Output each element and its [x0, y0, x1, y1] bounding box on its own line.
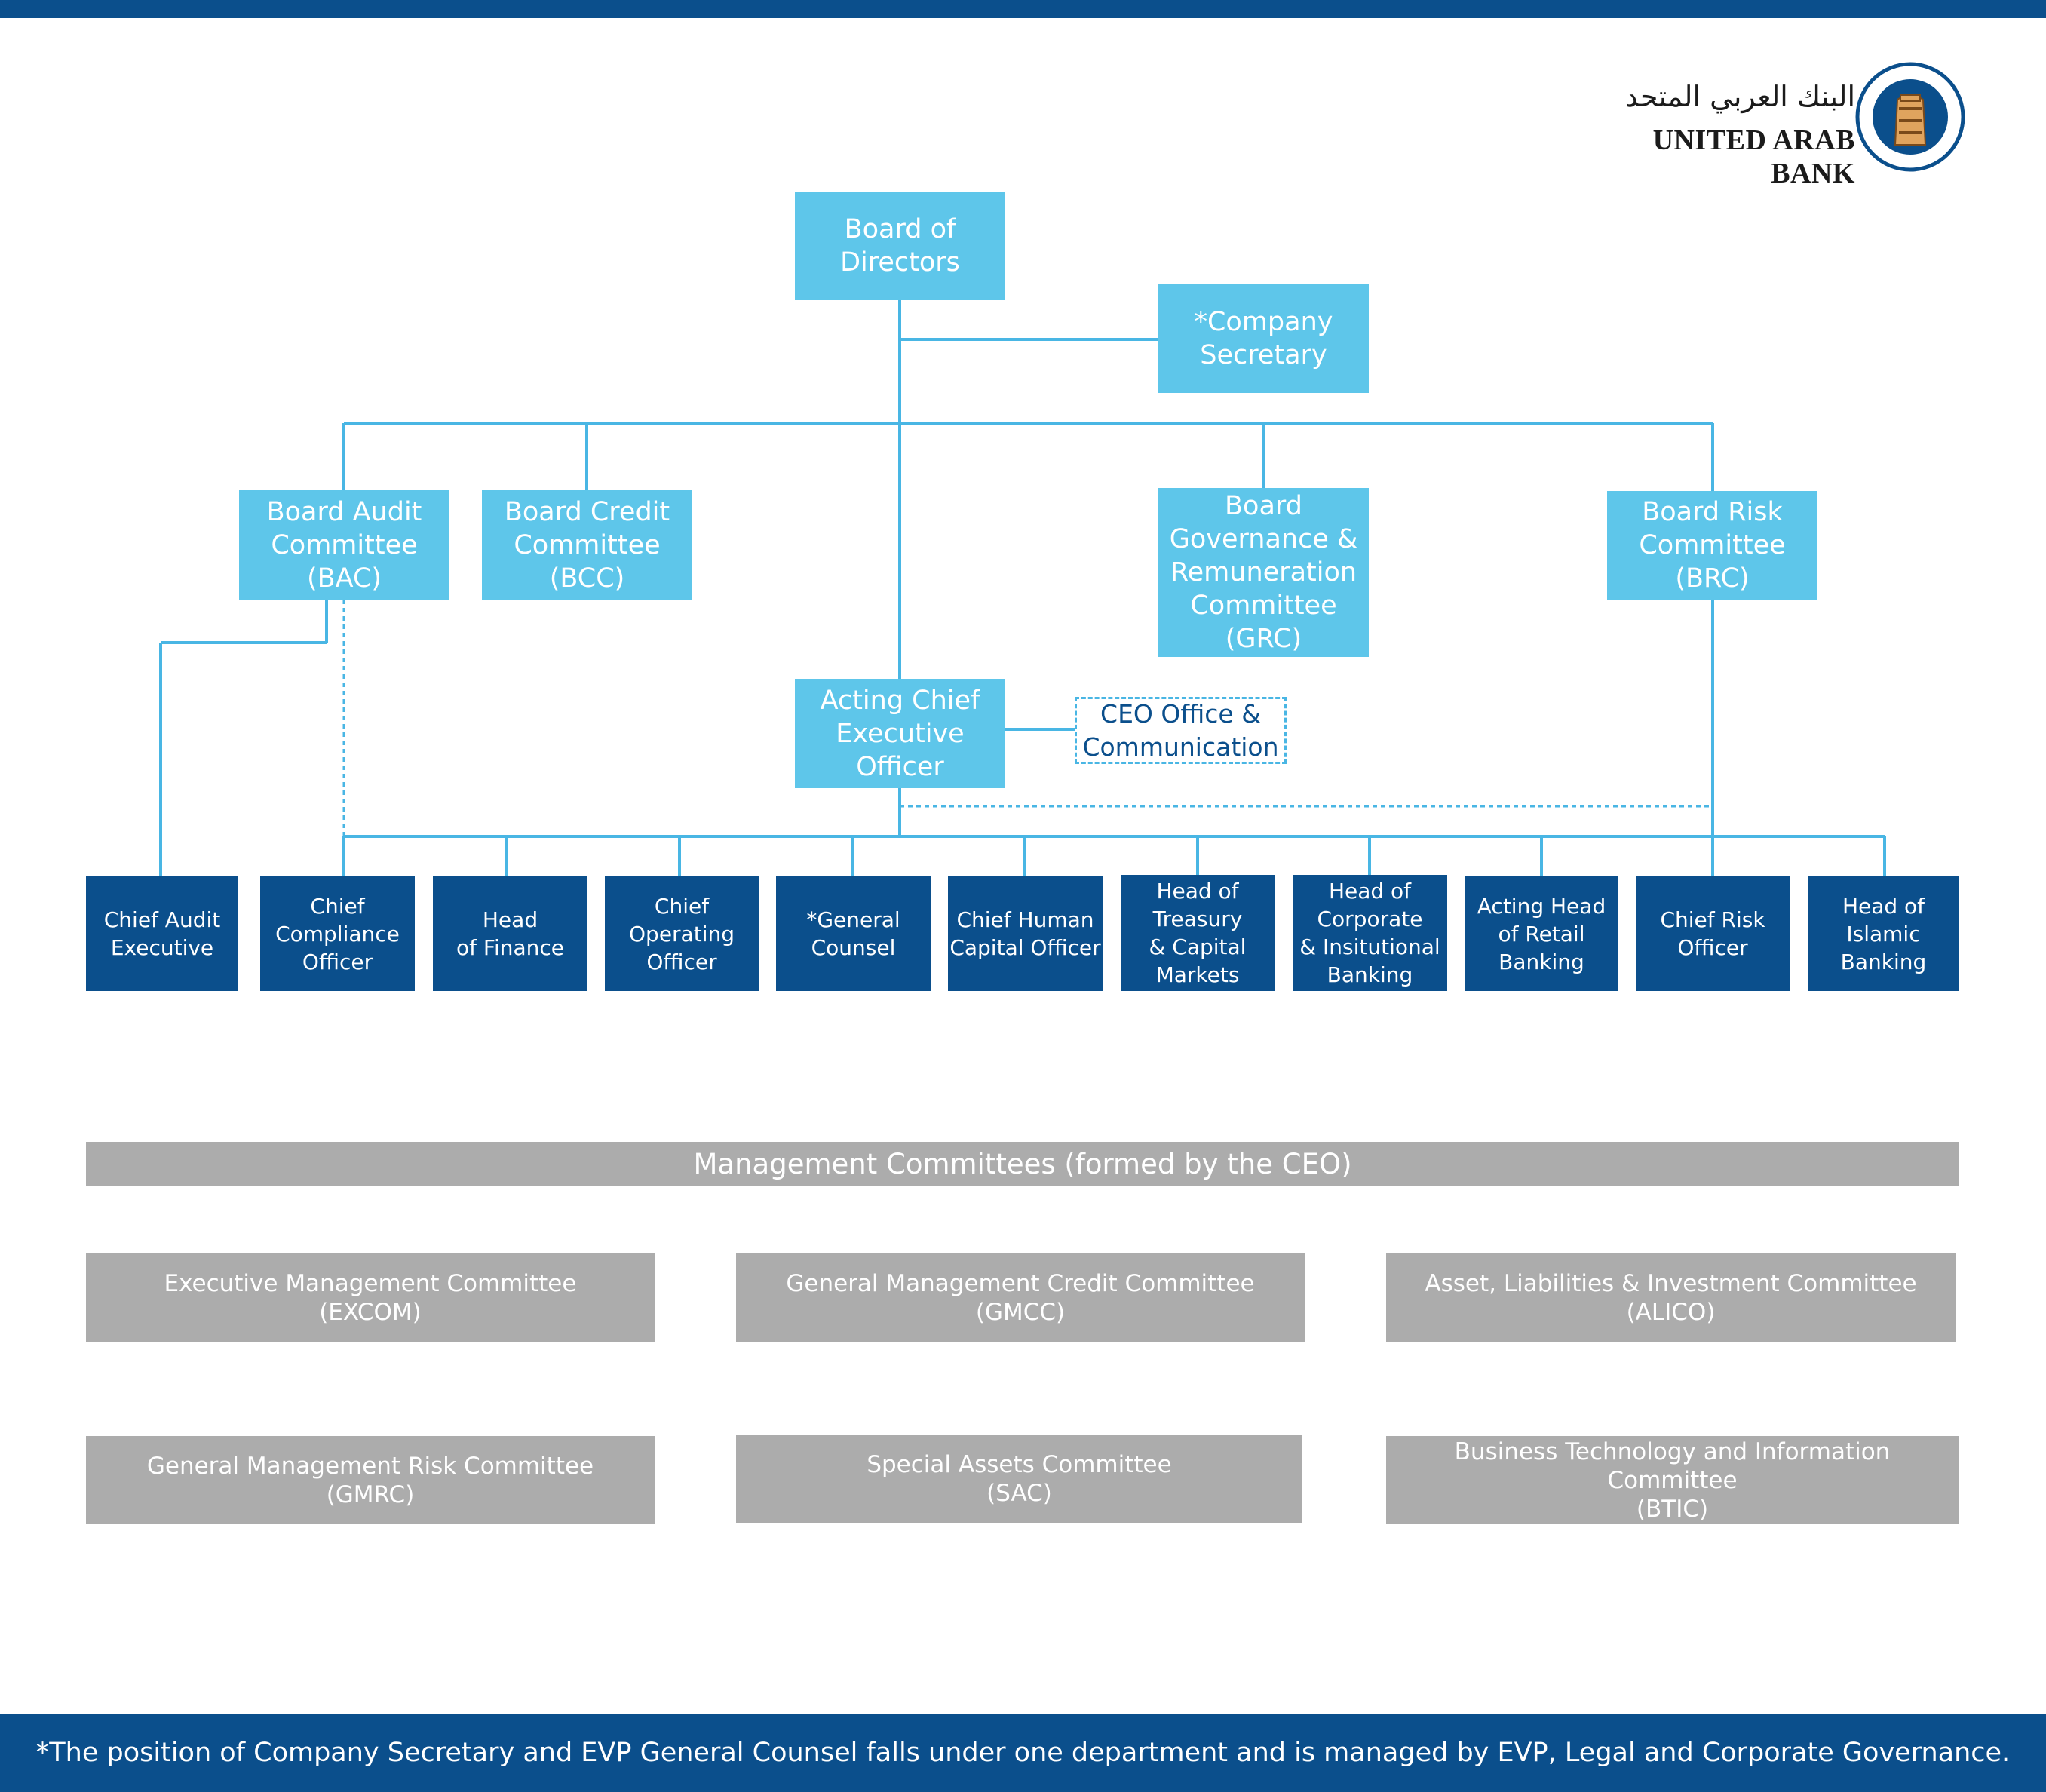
board-governance-committee-box: Board Governance & Remuneration Committe…: [1158, 488, 1369, 657]
committee-box-btic: Business Technology and Information Comm…: [1386, 1436, 1959, 1524]
board-of-directors-box: Board of Directors: [795, 192, 1005, 300]
committee-box-sac: Special Assets Committee (SAC): [736, 1435, 1302, 1523]
board-audit-committee-box: Board Audit Committee (BAC): [239, 490, 449, 600]
acting-ceo-box: Acting Chief Executive Officer: [795, 679, 1005, 788]
committee-box-gmrc: General Management Risk Committee (GMRC): [86, 1436, 655, 1524]
committee-box-gmcc: General Management Credit Committee (GMC…: [736, 1253, 1305, 1342]
board-risk-committee-box: Board Risk Committee (BRC): [1607, 491, 1817, 600]
logo-arabic-name: البنك العربي المتحد: [1625, 80, 1855, 113]
board-credit-committee-box: Board Credit Committee (BCC): [482, 490, 692, 600]
executive-box-head-of-corporate: Head of Corporate & Insitutional Banking: [1293, 875, 1447, 991]
executive-box-chief-human-capital: Chief Human Capital Officer: [948, 876, 1103, 991]
executive-box-head-of-finance: Head of Finance: [433, 876, 587, 991]
executive-box-general-counsel: *General Counsel: [776, 876, 931, 991]
logo-english-name: UNITED ARAB BANK: [1652, 124, 1855, 189]
executive-box-head-of-islamic: Head of Islamic Banking: [1808, 876, 1959, 991]
management-committees-title: Management Committees (formed by the CEO…: [86, 1142, 1959, 1186]
footnote-bar: *The position of Company Secretary and E…: [0, 1714, 2046, 1792]
executive-box-chief-risk: Chief Risk Officer: [1636, 876, 1790, 991]
top-bar: [0, 0, 2046, 18]
executive-box-head-of-retail: Acting Head of Retail Banking: [1465, 876, 1618, 991]
committee-box-alico: Asset, Liabilities & Investment Committe…: [1386, 1253, 1956, 1342]
executive-box-chief-operating: Chief Operating Officer: [605, 876, 759, 991]
executive-box-chief-audit: Chief Audit Executive: [86, 876, 238, 991]
company-secretary-box: *Company Secretary: [1158, 284, 1369, 393]
executive-box-head-of-treasury: Head of Treasury & Capital Markets: [1121, 875, 1275, 991]
footnote-text: *The position of Company Secretary and E…: [35, 1738, 2011, 1768]
executive-box-chief-compliance: Chief Compliance Officer: [260, 876, 415, 991]
bank-seal-icon: [1855, 62, 1965, 172]
committee-box-excom: Executive Management Committee (EXCOM): [86, 1253, 655, 1342]
bank-logo: البنك العربي المتحد UNITED ARAB BANK: [1561, 60, 1968, 189]
ceo-office-box: CEO Office & Communication: [1075, 697, 1287, 764]
